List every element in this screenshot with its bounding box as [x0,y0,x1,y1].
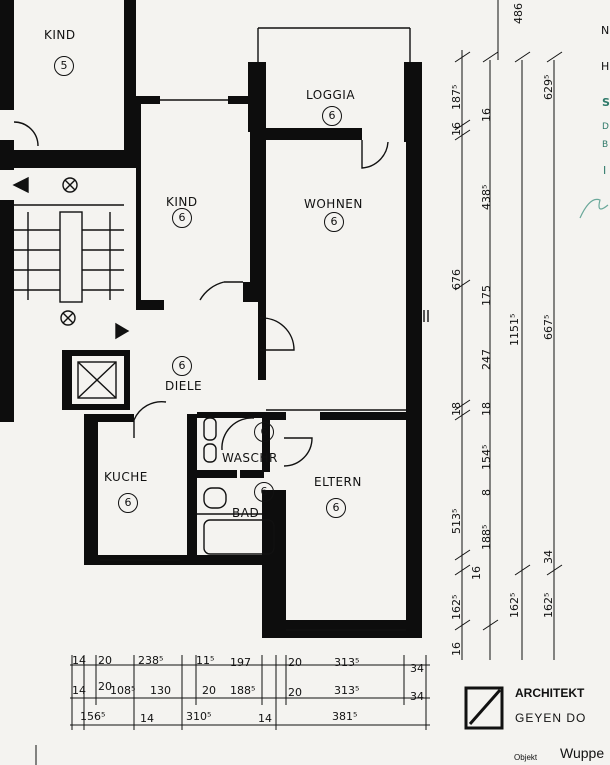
dim-vert-12: 513⁵ [450,508,463,534]
dim-vert-9: 18 [480,402,493,416]
dim-bottom-r2-4: 130 [150,684,171,697]
dim-mid-1: 1151⁵ [508,313,521,346]
dim-vert-3: 16 [480,108,493,122]
edge-letter-s: S [602,96,610,109]
room-wohnen-label: WOHNEN [304,197,363,211]
dim-bottom-7: 313⁵ [334,656,360,669]
room-loggia-label: LOGGIA [306,88,356,102]
edge-letter-d: D [602,122,609,132]
room-waschr-number-top: 6 [254,422,274,442]
room-eltern-number: 6 [326,498,346,518]
edge-letter-n: N [601,24,610,37]
dim-bottom-r3-5: 381⁵ [332,710,358,723]
dim-vert-7: 247 [480,349,493,370]
room-wohnen-number: 6 [324,212,344,232]
dim-vert-6: 175 [480,285,493,306]
dim-vert-13: 188⁵ [480,524,493,550]
dim-bottom-2: 20 [98,654,112,667]
dim-vert-15: 162⁵ [450,594,463,620]
room-diele-number: 6 [172,356,192,376]
edge-letter-h: H [601,60,610,73]
dim-bottom-r2-2: 20 [98,680,112,693]
dim-bottom-r2-6: 188⁵ [230,684,256,697]
dim-outer-1: 629⁵ [542,74,555,100]
edge-letter-i: I [603,164,607,177]
room-kind-label: KIND [166,195,198,209]
dim-bottom-6: 20 [288,656,302,669]
dim-bottom-r2-3: 108⁵ [110,684,136,697]
objekt-label: Objekt [514,753,538,762]
dim-bottom-1: 14 [72,654,86,667]
dim-bottom-8: 34 [410,662,424,675]
dim-mid-2: 162⁵ [508,592,521,618]
dim-outer-4: 162⁵ [542,592,555,618]
dim-bottom-r2-7: 20 [288,686,302,699]
dim-bottom-r3-2: 14 [140,712,154,725]
architect-firm-title: ARCHITEKT [515,686,585,700]
dim-bottom-r2-1: 14 [72,684,86,697]
architect-logo [464,686,504,730]
room-eltern-label: ELTERN [314,475,362,489]
room-kind-top-label: KIND [44,28,76,42]
thin-lines [12,27,429,631]
dim-bottom-4: 11⁵ [196,654,215,667]
dim-bottom-r3-3: 310⁵ [186,710,212,723]
room-loggia-number: 6 [322,106,342,126]
objekt-value: Wuppe [560,745,605,761]
room-kuche-number: 6 [118,493,138,513]
dim-bottom-r3-4: 14 [258,712,272,725]
dim-vert-16: 16 [450,642,463,656]
dimension-lines [35,0,563,765]
room-diele-label: DIELE [165,379,203,393]
dim-outer-2: 667⁵ [542,314,555,340]
dim-vert-11: 8 [480,489,493,496]
room-kuche-label: KUCHE [104,470,148,484]
dim-vert-10: 154⁵ [480,444,493,470]
room-waschr-label: WASCHR [222,451,278,465]
dim-vert-8: 18 [450,402,463,416]
walls [0,0,422,638]
room-bad-number: 6 [254,482,274,502]
dim-vert-5: 676 [450,269,463,290]
dim-top-right: 486 [512,3,525,24]
dim-bottom-r2-9: 34 [410,690,424,703]
dim-vert-4: 438⁵ [480,184,493,210]
dim-bottom-3: 238⁵ [138,654,164,667]
dim-vert-14: 16 [470,566,483,580]
dim-bottom-r2-5: 20 [202,684,216,697]
room-bad-label: BAD [232,506,260,520]
signature-mark [579,198,609,219]
architect-names: GEYEN DO [515,711,587,725]
edge-letter-b: B [602,140,609,150]
dim-bottom-5: 197 [230,656,251,669]
dim-vert-2: 16 [450,122,463,136]
dim-bottom-r3-1: 156⁵ [80,710,106,723]
dim-outer-3: 34 [542,550,555,564]
dim-bottom-r2-8: 313⁵ [334,684,360,697]
dim-vert-1: 187⁵ [450,84,463,110]
room-kind-number: 6 [172,208,192,228]
room-kind-top-number: 5 [54,56,74,76]
